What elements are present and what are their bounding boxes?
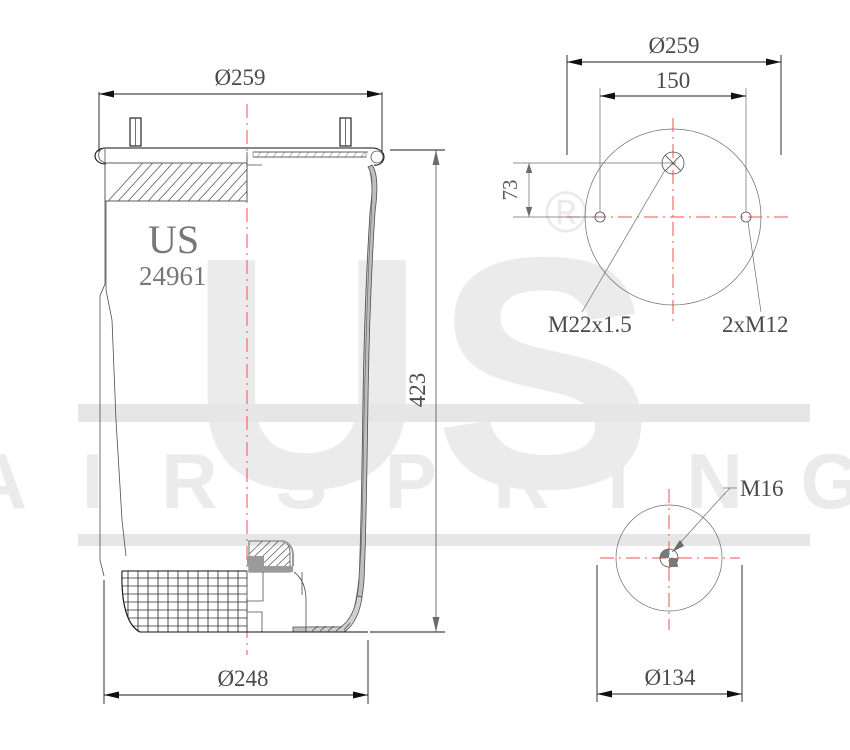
dimension-piston-diameter-label: Ø134 [644,665,696,690]
piston-crosshatch [121,571,247,632]
main-section-view: Ø259 [94,65,445,704]
dimension-top-diameter-label: Ø259 [214,65,265,90]
top-plate-studs [129,117,352,147]
top-bead-plate [94,147,385,202]
dimension-port-offset-label: 73 [498,180,522,201]
dimension-overall-height-label: 423 [405,373,430,408]
callout-mounting-studs-label: 2xM12 [722,312,788,337]
dimension-bolt-spacing: 150 [599,68,747,212]
callout-piston-thread: M16 [671,476,783,553]
dimension-bottom-diameter: Ø248 [103,580,369,704]
part-brand-label: US [148,217,199,262]
dimension-piston-diameter: Ø134 [596,565,743,702]
dimension-plate-diameter-label: Ø259 [648,33,699,58]
bellows-body [99,164,378,633]
dimension-bolt-spacing-label: 150 [656,68,691,93]
callout-air-port-label: M22x1.5 [548,312,632,337]
piston-circle [615,504,723,612]
watermark-bar-top [78,404,810,422]
bottom-piston-assembly [121,540,368,633]
watermark-layer: US A I R S P R I N G ® [0,180,850,557]
watermark-bar-bottom [78,534,810,546]
part-identification: US 24961 [139,217,207,291]
callout-piston-thread-label: M16 [740,476,783,501]
top-plate-section-hatch [107,163,247,201]
dimension-top-diameter: Ø259 [98,65,383,152]
dimension-bottom-diameter-label: Ø248 [217,666,268,691]
watermark-registered-icon: ® [545,180,588,245]
callout-air-port: M22x1.5 [548,169,666,337]
piston-thread-feature [659,548,679,568]
center-stud-block [246,540,307,632]
dimension-overall-height: 423 [370,149,445,633]
watermark-tagline: A I R S P R I N G [0,437,850,525]
watermark-logo-text: US [188,188,662,557]
bottom-end-view: M16 Ø134 [596,476,783,702]
dimension-port-offset: 73 [498,162,676,218]
dimension-plate-diameter: Ø259 [566,33,782,155]
part-number-label: 24961 [139,261,207,291]
top-end-view: Ø259 150 73 M22x1.5 2xM12 [498,33,790,337]
callout-mounting-studs: 2xM12 [722,221,788,337]
